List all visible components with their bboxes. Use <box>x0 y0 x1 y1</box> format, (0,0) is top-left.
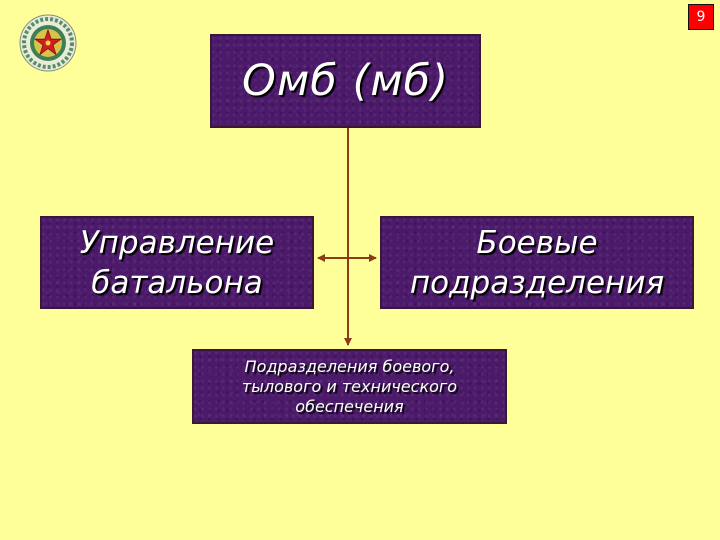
battalion-label: Омб (мб) <box>242 56 449 106</box>
combat-units-label-line-1: Боевые <box>476 224 598 261</box>
battalion-box: Омб (мб) <box>210 34 481 128</box>
battalion-command-label-line-1: Управление <box>79 224 275 261</box>
support-units-label-line-2: тылового и технического <box>241 376 458 396</box>
battalion-command-label-line-2: батальона <box>91 264 263 301</box>
military-star-emblem-icon <box>19 14 77 72</box>
combat-units-box: Боевые подразделения <box>380 216 694 309</box>
support-units-label-line-3: обеспечения <box>295 396 404 416</box>
combat-units-label-line-2: подразделения <box>409 264 665 301</box>
support-units-box: Подразделения боевого, тылового и технич… <box>192 349 507 424</box>
battalion-command-box: Управление батальона <box>40 216 314 309</box>
support-units-label-line-1: Подразделения боевого, <box>244 356 455 376</box>
page-number-badge: 9 <box>688 4 714 30</box>
